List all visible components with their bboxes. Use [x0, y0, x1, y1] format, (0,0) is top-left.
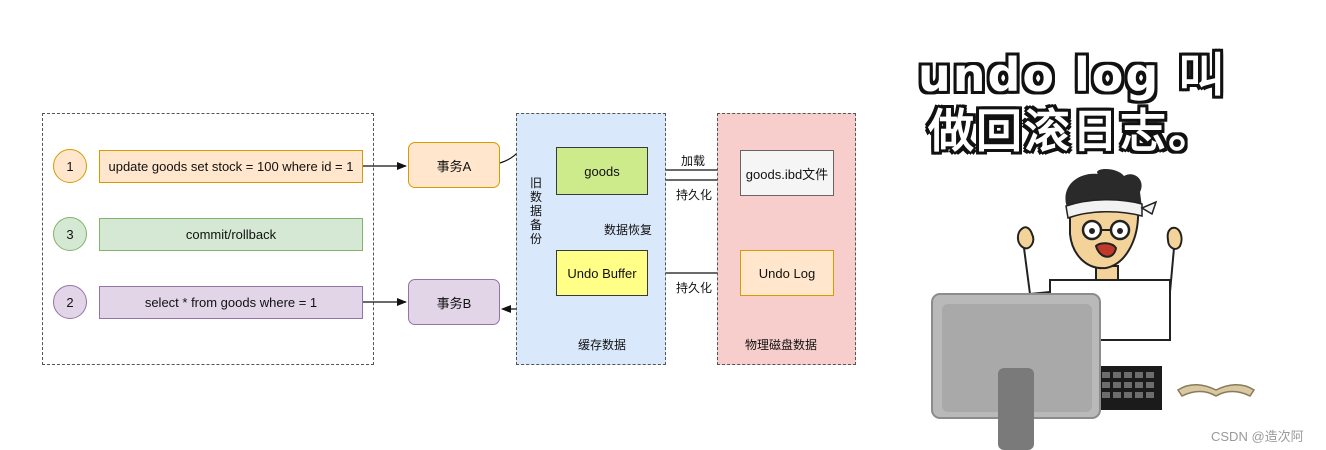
- left-fist-icon: [1016, 226, 1051, 295]
- transactions-region: [42, 113, 374, 365]
- step-3-text: commit/rollback: [185, 227, 277, 242]
- step-1-box: update goods set stock = 100 where id = …: [99, 150, 363, 183]
- step-2-number: 2: [66, 294, 74, 310]
- meme-title-line-2: 做回滚日志。: [928, 104, 1216, 158]
- load-label: 加载: [681, 154, 706, 168]
- watermark-text: CSDN @造次阿: [1211, 429, 1304, 444]
- backup-label-char: 据: [529, 204, 543, 218]
- step-3-number: 3: [66, 226, 74, 242]
- mouth-shape: [1094, 242, 1118, 258]
- meme-title-line-1: undo log 叫: [918, 48, 1227, 102]
- backup-label-char: 数: [529, 190, 543, 204]
- persist-label-goods: 持久化: [676, 188, 713, 202]
- backup-label-char: 备: [529, 218, 543, 232]
- step-1-circle: 1: [53, 149, 87, 183]
- keyboard-icon: [1096, 366, 1162, 410]
- backup-label-char: 旧: [529, 176, 543, 190]
- transaction-a-label: 事务A: [436, 158, 472, 174]
- computer-monitor-icon: [931, 293, 1101, 450]
- ibd-file-box: goods.ibd文件: [740, 150, 834, 196]
- backup-label-char: 份: [529, 232, 543, 246]
- glasses-icon: [1081, 219, 1131, 241]
- open-book-icon: [1176, 384, 1256, 397]
- step-2-box: select * from goods where = 1: [99, 286, 363, 319]
- step-2-circle: 2: [53, 285, 87, 319]
- frustrated-programmer-illustration: [931, 169, 1256, 450]
- goods-label: goods: [584, 163, 620, 179]
- undo-buffer-label: Undo Buffer: [567, 265, 637, 281]
- cache-region-label: 缓存数据: [578, 338, 627, 352]
- step-2-text: select * from goods where = 1: [144, 295, 318, 310]
- step-1-text: update goods set stock = 100 where id = …: [108, 159, 354, 174]
- step-3-box: commit/rollback: [99, 218, 363, 251]
- backup-label: 旧 数 据 备 份: [529, 176, 543, 246]
- restore-label: 数据恢复: [604, 223, 653, 237]
- undo-buffer-box: Undo Buffer: [556, 250, 648, 296]
- disk-region-label: 物理磁盘数据: [745, 338, 818, 352]
- undo-log-label: Undo Log: [758, 265, 816, 281]
- ibd-file-label: goods.ibd文件: [745, 166, 829, 182]
- right-fist-icon: [1166, 226, 1183, 293]
- transaction-b-box: 事务B: [408, 279, 500, 325]
- goods-box: goods: [556, 147, 648, 195]
- headband-shape: [1065, 198, 1143, 220]
- undo-log-box: Undo Log: [740, 250, 834, 296]
- persist-label-undo: 持久化: [676, 281, 713, 295]
- step-1-number: 1: [66, 158, 74, 174]
- transaction-a-box: 事务A: [408, 142, 500, 188]
- transaction-b-label: 事务B: [436, 295, 472, 311]
- step-3-circle: 3: [53, 217, 87, 251]
